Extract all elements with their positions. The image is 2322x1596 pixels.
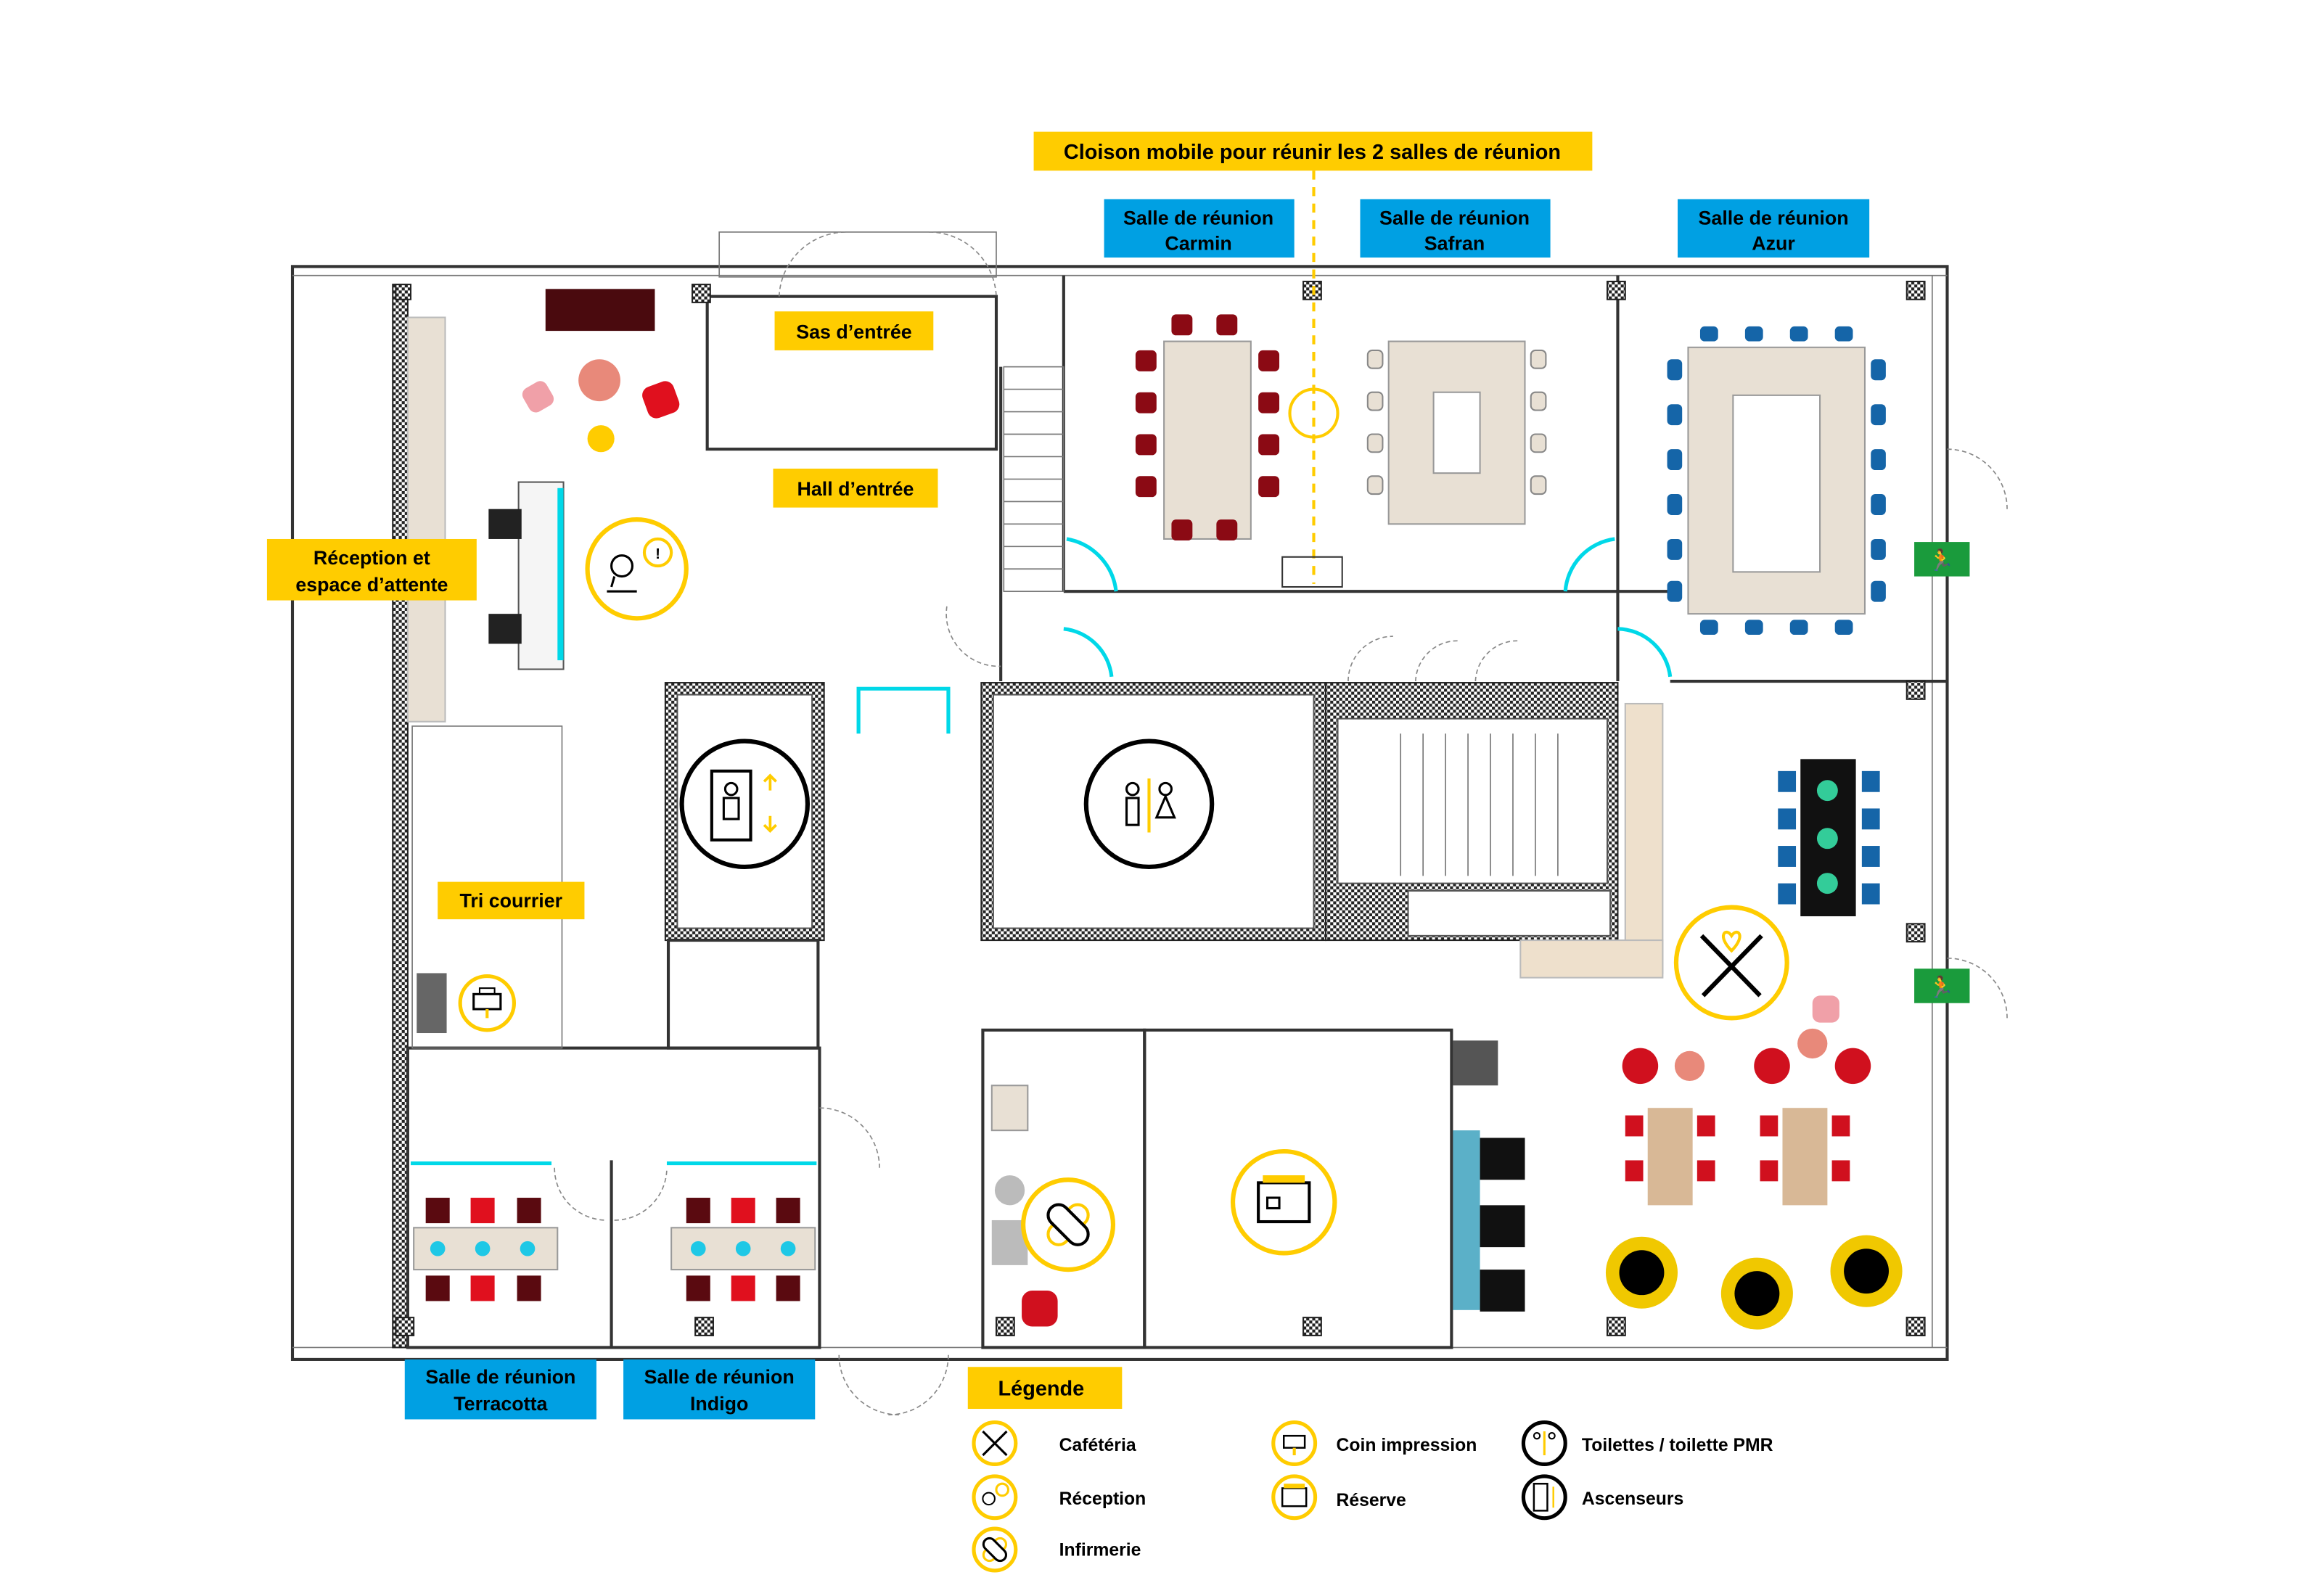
svg-text:Salle de réunion: Salle de réunion: [1699, 207, 1849, 229]
cafeteria-icon: [1673, 905, 1789, 1021]
area-label-sas: Sas d’entrée: [774, 311, 934, 350]
terracotta-table: [413, 1198, 559, 1301]
azur-table: [1667, 326, 1886, 635]
svg-text:Salle de réunion: Salle de réunion: [644, 1366, 795, 1388]
room-label-azur: Salle de réunion Azur: [1678, 199, 1870, 258]
legend-item-elevator: Ascenseurs: [1521, 1474, 1683, 1521]
svg-text:!: !: [655, 546, 660, 562]
svg-text:🏃: 🏃: [1928, 548, 1954, 572]
svg-text:Salle de réunion: Salle de réunion: [1123, 207, 1273, 229]
legend-item-storage: Réserve: [1271, 1474, 1406, 1521]
elevator-icon: [679, 739, 811, 870]
svg-text:Carmin: Carmin: [1165, 233, 1231, 255]
svg-text:Azur: Azur: [1752, 233, 1795, 255]
svg-text:Cafétéria: Cafétéria: [1059, 1436, 1136, 1455]
svg-text:Coin impression: Coin impression: [1336, 1436, 1477, 1455]
area-label-hall: Hall d’entrée: [773, 468, 938, 508]
legend-item-reception: Réception: [972, 1474, 1146, 1521]
waiting-area-furniture: [488, 289, 680, 670]
svg-text:Cloison mobile pour réunir les: Cloison mobile pour réunir les 2 salles …: [1064, 141, 1561, 164]
svg-text:Toilettes / toilette PMR: Toilettes / toilette PMR: [1582, 1436, 1773, 1455]
room-label-terracotta: Salle de réunion Terracotta: [404, 1359, 596, 1420]
printer-icon: [458, 974, 517, 1032]
movable-partition-label: Cloison mobile pour réunir les 2 salles …: [1033, 131, 1593, 171]
room-label-carmin: Salle de réunion Carmin: [1104, 199, 1295, 258]
legend-item-cafeteria: Cafétéria: [972, 1420, 1136, 1466]
svg-text:Salle de réunion: Salle de réunion: [1379, 207, 1530, 229]
storage-icon: [1230, 1148, 1337, 1256]
svg-text:Sas d’entrée: Sas d’entrée: [796, 321, 911, 342]
svg-text:Réception et: Réception et: [313, 547, 430, 569]
safran-table: [1366, 340, 1547, 525]
emergency-exit-sign: 🏃: [1914, 542, 1970, 577]
svg-text:Infirmerie: Infirmerie: [1059, 1540, 1141, 1560]
indigo-table: [670, 1198, 816, 1301]
svg-text:🏃: 🏃: [1928, 974, 1954, 999]
room-label-indigo: Salle de réunion Indigo: [623, 1359, 816, 1420]
area-label-reception: Réception et espace d’attente: [266, 538, 477, 601]
legend-item-infirmary: Infirmerie: [972, 1526, 1141, 1573]
infirmary-icon: [1021, 1177, 1116, 1272]
svg-text:Safran: Safran: [1424, 233, 1485, 255]
carmin-table: [1135, 314, 1280, 541]
svg-text:espace d’attente: espace d’attente: [295, 574, 448, 596]
room-label-safran: Salle de réunion Safran: [1360, 199, 1551, 258]
svg-text:Salle de réunion: Salle de réunion: [425, 1366, 575, 1388]
staircase: [1003, 366, 1559, 876]
emergency-exit-sign: 🏃: [1914, 968, 1970, 1003]
area-label-tri-courrier: Tri courrier: [438, 881, 585, 920]
legend-item-toilets: Toilettes / toilette PMR: [1521, 1420, 1773, 1466]
legend: Légende Cafétéria Réception Infirmerie C…: [967, 1367, 1773, 1573]
svg-text:Indigo: Indigo: [690, 1393, 748, 1415]
reception-icon: !: [585, 517, 689, 621]
svg-text:Terracotta: Terracotta: [454, 1393, 548, 1415]
svg-text:Hall d’entrée: Hall d’entrée: [797, 478, 914, 500]
svg-text:Tri courrier: Tri courrier: [460, 890, 563, 912]
svg-text:Réserve: Réserve: [1336, 1491, 1406, 1510]
svg-text:Légende: Légende: [998, 1377, 1085, 1400]
toilets-icon: [1083, 739, 1215, 870]
legend-item-printer: Coin impression: [1271, 1420, 1477, 1466]
svg-text:Réception: Réception: [1059, 1489, 1146, 1509]
cafeteria-furniture: [1453, 702, 1903, 1330]
svg-text:Ascenseurs: Ascenseurs: [1582, 1489, 1683, 1509]
